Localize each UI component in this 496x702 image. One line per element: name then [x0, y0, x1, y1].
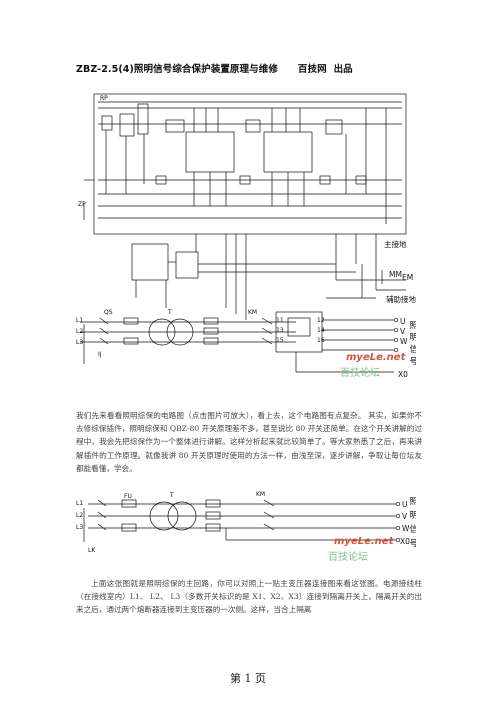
- label-u: U: [400, 317, 406, 326]
- label-em: EM: [402, 273, 413, 282]
- transformer-primary-coil: [149, 501, 179, 531]
- label-l2: L2: [76, 328, 83, 335]
- label-x0: X0: [398, 370, 408, 379]
- paragraph-intro: 我们先来看看照明综保的电路图（点击图片可放大），看上去，这个电路图有点复杂。 其…: [76, 411, 422, 473]
- label-fu: FU: [124, 493, 132, 500]
- label-l1: L1: [76, 500, 83, 507]
- title-main: ZBZ-2.5(4)照明信号综合保护装置原理与维修: [76, 64, 278, 75]
- label-km: KM: [248, 309, 257, 316]
- label-ij: IJ: [98, 351, 102, 358]
- label-aux-ground: 辅助接地: [386, 294, 416, 304]
- label-w: W: [402, 524, 410, 533]
- label-l3: L3: [76, 339, 83, 346]
- label-15: 15: [276, 337, 284, 344]
- control-board-frame: [93, 93, 407, 235]
- watermark-forum: 百技论坛: [328, 550, 368, 563]
- label-ming: 明: [409, 511, 416, 521]
- label-qs: QS: [104, 309, 113, 316]
- label-v: V: [400, 327, 406, 336]
- relay-block: [131, 243, 169, 281]
- title-site: 百技网: [297, 64, 327, 75]
- label-13: 13: [276, 327, 284, 334]
- paragraph-main-loop: 上面这张图就是照明综保的主回路，你可以对照上一贴主变压器连接图来看这张图。电源接…: [76, 579, 422, 615]
- label-w: W: [400, 337, 408, 346]
- watermark-url: myeLe.net: [334, 536, 395, 547]
- label-16: 16: [317, 337, 325, 344]
- label-v: V: [402, 512, 408, 521]
- watermark-url: myeLe.net: [346, 352, 407, 363]
- document-title: ZBZ-2.5(4)照明信号综合保护装置原理与维修 百技网 出品: [76, 61, 353, 75]
- circuit-diagram-main-loop: L1 L2 L3 LK FU T KM U V W X0 照 明 信 号 mye…: [76, 491, 416, 563]
- label-l3: L3: [76, 524, 83, 531]
- label-l2: L2: [76, 512, 83, 519]
- title-tag: 出品: [333, 64, 353, 75]
- label-ming: 明: [409, 333, 416, 343]
- label-rp: RP: [100, 95, 108, 102]
- label-mm: MM: [389, 270, 402, 279]
- transformer-primary-coil: [148, 318, 176, 346]
- label-zhao: 照: [409, 321, 416, 331]
- label-zp: ZP: [78, 201, 86, 208]
- label-hao: 号: [409, 357, 416, 367]
- circuit-diagram-full: ZP RP L1 L2 L3 IJ QS T KM 11 12 13 14 15…: [76, 93, 416, 379]
- ic-chip-1: [185, 131, 235, 173]
- label-14: 14: [317, 327, 325, 334]
- ic-chip-2: [263, 131, 313, 173]
- label-t: T: [169, 492, 174, 499]
- label-u: U: [402, 500, 408, 509]
- page-number: 第 1 页: [230, 672, 266, 685]
- label-12: 12: [317, 317, 325, 324]
- label-l1: L1: [76, 317, 83, 324]
- label-xin: 信: [409, 344, 416, 355]
- label-x0: X0: [400, 537, 410, 546]
- transformer-secondary-coil: [166, 318, 194, 346]
- label-main-ground: 主接地: [384, 239, 407, 249]
- label-km: KM: [256, 491, 265, 498]
- label-hao: 号: [409, 539, 416, 549]
- label-11: 11: [276, 317, 284, 324]
- label-xin: 信: [409, 524, 416, 535]
- label-lk: LK: [88, 547, 96, 554]
- watermark-forum: 百技论坛: [340, 366, 380, 379]
- label-t: T: [167, 309, 172, 316]
- terminal-block-11-16: [275, 311, 323, 353]
- label-zhao: 照: [409, 497, 416, 507]
- transformer-secondary-coil: [167, 501, 197, 531]
